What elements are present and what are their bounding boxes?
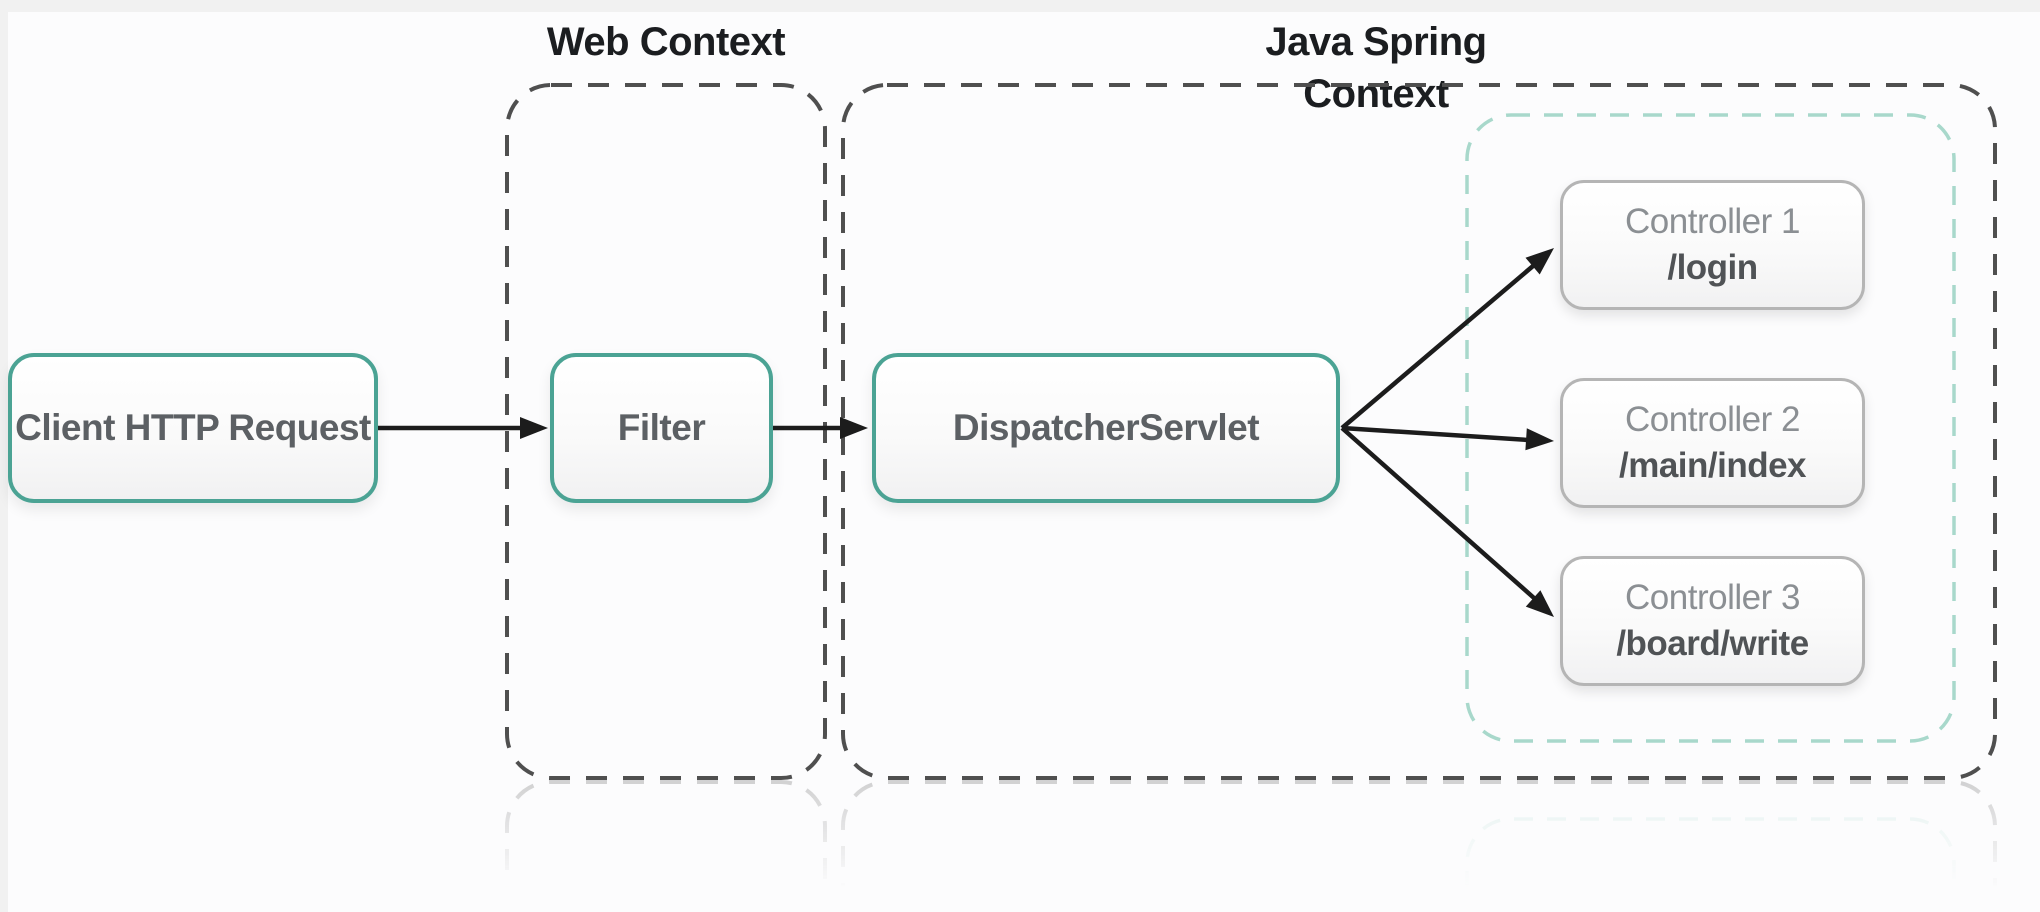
controller-2-path: /main/index	[1618, 446, 1807, 485]
dispatcherservlet-label: DispatcherServlet	[952, 407, 1260, 448]
filter-label: Filter	[617, 407, 706, 448]
controller-2-title: Controller 2	[1625, 400, 1800, 439]
node-client-http-request: Client HTTP Request	[8, 353, 378, 503]
web-context-label: Web Context	[546, 20, 786, 64]
node-dispatcherservlet: DispatcherServlet	[872, 353, 1340, 503]
node-filter: Filter	[550, 353, 773, 503]
java-spring-context-label: Java Spring Context	[1265, 20, 1487, 116]
node-controller-3: Controller 3 /board/write	[1560, 556, 1865, 686]
controller-3-path: /board/write	[1616, 624, 1809, 663]
controller-1-title: Controller 1	[1625, 202, 1800, 241]
controller-1-path: /login	[1667, 248, 1758, 287]
controller-3-title: Controller 3	[1625, 578, 1800, 617]
client-http-request-label: Client HTTP Request	[15, 407, 371, 448]
node-controller-2: Controller 2 /main/index	[1560, 378, 1865, 508]
node-controller-1: Controller 1 /login	[1560, 180, 1865, 310]
